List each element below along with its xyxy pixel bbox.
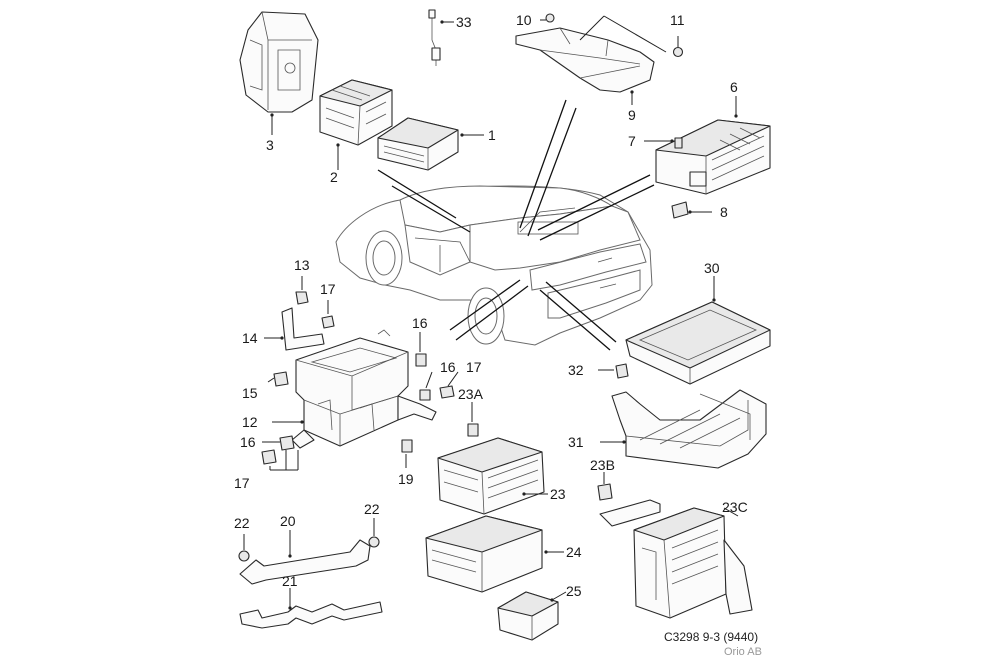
part-21-strip [239, 588, 383, 629]
part-33-antenna-lead [428, 9, 454, 66]
part-17-nut-top [321, 300, 335, 329]
label-16-mid: 16 [440, 359, 456, 375]
label-16-low: 16 [240, 434, 256, 450]
label-10: 10 [516, 12, 532, 28]
part-22-nut-right [368, 518, 380, 548]
part-23a-screw [467, 402, 479, 437]
label-2: 2 [330, 169, 338, 185]
label-6: 6 [730, 79, 738, 95]
part-7-screw [644, 137, 683, 149]
label-9: 9 [628, 107, 636, 123]
part-2-radio [319, 79, 393, 170]
label-15: 15 [242, 385, 258, 401]
part-9-bracket [515, 15, 667, 105]
label-17-top: 17 [320, 281, 336, 297]
part-12-frame [272, 329, 437, 449]
label-17-mid: 17 [466, 359, 482, 375]
label-11: 11 [670, 12, 685, 28]
company-credit: Orio AB [724, 646, 762, 658]
label-19: 19 [398, 471, 414, 487]
label-30: 30 [704, 260, 720, 276]
label-25: 25 [566, 583, 582, 599]
label-24: 24 [566, 544, 582, 560]
part-labels: 1 2 3 6 7 8 9 10 11 12 13 14 15 16 16 16… [234, 12, 748, 599]
label-20: 20 [280, 513, 296, 529]
part-24-module [425, 515, 564, 593]
part-22-nut-left [238, 534, 250, 562]
part-16-17-lower-fasteners [261, 435, 299, 471]
label-1: 1 [488, 127, 496, 143]
part-20-bracket [239, 530, 371, 585]
part-3-housing [239, 11, 319, 135]
part-16-screw-top [415, 332, 427, 367]
label-16-top: 16 [412, 315, 428, 331]
part-14-bracket [264, 307, 325, 351]
label-7: 7 [628, 133, 636, 149]
part-13-nut [295, 276, 309, 305]
label-8: 8 [720, 204, 728, 220]
label-14: 14 [242, 330, 258, 346]
label-21: 21 [282, 573, 298, 589]
part-8-clip [671, 201, 712, 219]
label-23a: 23A [458, 386, 484, 402]
part-25-module [497, 591, 567, 641]
car-illustration [335, 185, 653, 346]
part-30-tray [625, 276, 771, 385]
label-23c: 23C [722, 499, 748, 515]
label-32: 32 [568, 362, 584, 378]
part-23-module [437, 437, 548, 515]
label-3: 3 [266, 137, 274, 153]
label-23b: 23B [590, 457, 615, 473]
label-12: 12 [242, 414, 258, 430]
part-17-nut-mid [439, 371, 459, 399]
part-31-bracket [600, 389, 767, 469]
label-31: 31 [568, 434, 584, 450]
part-32-nut [598, 363, 629, 379]
part-6-module [655, 96, 771, 195]
part-1-cd-unit [377, 117, 484, 171]
diagram-code: C3298 9-3 (9440) [664, 630, 759, 644]
label-33: 33 [456, 14, 472, 30]
label-17-low: 17 [234, 475, 250, 491]
part-10-screw [540, 13, 555, 23]
part-15-clip [267, 371, 289, 387]
part-23c-amplifier [599, 499, 753, 619]
part-11-nut [672, 36, 684, 58]
label-22-right: 22 [364, 501, 380, 517]
part-16-screw-mid [419, 371, 433, 401]
location-pointers [377, 99, 655, 351]
part-19-screw [401, 439, 413, 468]
label-23: 23 [550, 486, 566, 502]
label-22-left: 22 [234, 515, 250, 531]
label-13: 13 [294, 257, 310, 273]
part-23b-clip [597, 472, 613, 501]
